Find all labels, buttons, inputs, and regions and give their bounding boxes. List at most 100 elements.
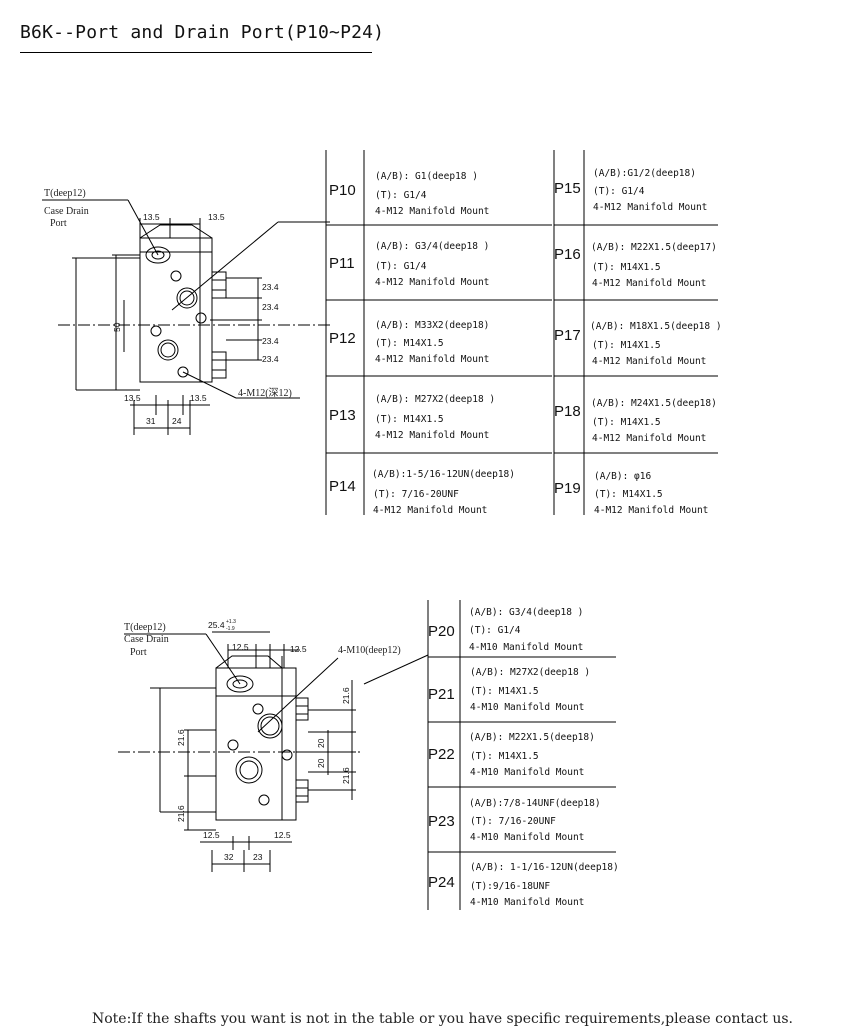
d2-dim-left-216b: 21.6 — [176, 805, 186, 822]
port-ab-thread: (A/B): M18X1.5(deep18 ) — [590, 321, 722, 332]
port-ab-thread: (A/B): 1-1/16-12UN(deep18) — [470, 862, 619, 873]
port-ab-thread: (A/B): M33X2(deep18) — [375, 320, 489, 331]
port-t-thread: (T): M14X1.5 — [375, 338, 444, 349]
port-ab-thread: (A/B): φ16 — [594, 471, 651, 482]
d2-dim-top-left: 12.5 — [232, 642, 249, 652]
port-mount: 4-M12 Manifold Mount — [592, 433, 706, 444]
d2-drain-label-3: Port — [130, 647, 147, 658]
port-code: P18 — [554, 403, 581, 420]
d1-mount-label: 4-M12(深12) — [238, 387, 292, 399]
d1-dim-24: 24 — [172, 416, 182, 426]
port-code: P14 — [329, 478, 356, 495]
port-ab-thread: (A/B): G3/4(deep18 ) — [375, 241, 489, 252]
table-2: P20 (A/B): G3/4(deep18 ) (T): G1/4 4-M10… — [428, 607, 619, 908]
d1-dim-right-3: 23.4 — [262, 336, 279, 346]
port-t-thread: (T): 7/16-20UNF — [470, 816, 556, 827]
port-code: P11 — [329, 255, 355, 272]
port-t-thread: (T): M14X1.5 — [592, 262, 661, 273]
d2-drain-label-1: T(deep12) — [124, 622, 166, 633]
d1-dim-top-left: 13.5 — [143, 212, 160, 222]
port-code: P24 — [428, 874, 455, 891]
port-ab-thread: (A/B): M24X1.5(deep18) — [591, 398, 717, 409]
d1-dim-height: 50 — [112, 322, 122, 332]
table-2-grid — [427, 600, 616, 910]
d2-dim-left-216a: 21.6 — [176, 729, 186, 746]
port-code: P13 — [329, 407, 356, 424]
port-mount: 4-M12 Manifold Mount — [375, 354, 489, 365]
port-mount: 4-M10 Manifold Mount — [470, 832, 584, 843]
d2-dim-right-216b: 21.6 — [341, 767, 351, 784]
d1-dim-31: 31 — [146, 416, 156, 426]
title-underline — [20, 52, 372, 53]
port-code: P20 — [428, 623, 455, 640]
port-t-thread: (T): M14X1.5 — [470, 686, 539, 697]
d2-dim-32: 32 — [224, 852, 234, 862]
d2-drain-label-2: Case Drain — [124, 634, 169, 645]
port-mount: 4-M10 Manifold Mount — [470, 897, 584, 908]
port-t-thread: (T): G1/4 — [593, 186, 645, 197]
port-t-thread: (T): M14X1.5 — [592, 340, 661, 351]
port-t-thread: (T): G1/4 — [375, 190, 427, 201]
port-ab-thread: (A/B):G1/2(deep18) — [593, 168, 696, 179]
d1-dim-top-right: 13.5 — [208, 212, 225, 222]
port-ab-thread: (A/B): G3/4(deep18 ) — [469, 607, 583, 618]
port-mount: 4-M10 Manifold Mount — [470, 767, 584, 778]
port-mount: 4-M12 Manifold Mount — [375, 430, 489, 441]
port-t-thread: (T): G1/4 — [469, 625, 521, 636]
port-ab-thread: (A/B):1-5/16-12UN(deep18) — [372, 469, 515, 480]
port-mount: 4-M10 Manifold Mount — [470, 702, 584, 713]
port-code: P21 — [428, 686, 455, 703]
port-ab-thread: (A/B): M22X1.5(deep18) — [469, 732, 595, 743]
d1-dim-right-4: 23.4 — [262, 354, 279, 364]
port-mount: 4-M12 Manifold Mount — [593, 202, 707, 213]
drawing-2 — [118, 631, 429, 872]
d2-tol-lower: -1.9 — [226, 626, 235, 632]
d2-dim-23: 23 — [253, 852, 263, 862]
d1-dim-right-2: 23.4 — [262, 302, 279, 312]
d2-dim-bottom-right: 12.5 — [274, 830, 291, 840]
d1-dim-right-1: 23.4 — [262, 282, 279, 292]
port-t-thread: (T): M14X1.5 — [594, 489, 663, 500]
footer-note: Note:If the shafts you want is not in th… — [92, 1011, 793, 1027]
drawing-1 — [42, 199, 330, 435]
port-mount: 4-M12 Manifold Mount — [375, 206, 489, 217]
d1-drain-label-3: Port — [50, 218, 67, 229]
port-ab-thread: (A/B):7/8-14UNF(deep18) — [469, 798, 601, 809]
port-mount: 4-M12 Manifold Mount — [592, 356, 706, 367]
port-t-thread: (T): 7/16-20UNF — [373, 489, 459, 500]
port-code: P10 — [329, 182, 356, 199]
port-mount: 4-M12 Manifold Mount — [594, 505, 708, 516]
port-t-thread: (T): G1/4 — [375, 261, 427, 272]
port-code: P23 — [428, 813, 455, 830]
port-code: P16 — [554, 246, 581, 263]
port-code: P17 — [554, 327, 581, 344]
port-ab-thread: (A/B): M27X2(deep18 ) — [375, 394, 495, 405]
port-ab-thread: (A/B): M22X1.5(deep17) — [591, 242, 717, 253]
d2-dim-right-20a: 20 — [316, 738, 326, 748]
port-t-thread: (T):9/16-18UNF — [470, 881, 550, 892]
d1-drain-label-1: T(deep12) — [44, 188, 86, 199]
d2-tol-upper: +1.3 — [226, 619, 236, 625]
d2-dim-top-right: 12.5 — [290, 644, 307, 654]
port-ab-thread: (A/B): M27X2(deep18 ) — [470, 667, 590, 678]
table-1-grid — [325, 150, 718, 515]
d1-drain-label-2: Case Drain — [44, 206, 89, 217]
d2-tol-value: 25.4 — [208, 620, 225, 630]
page-title: B6K--Port and Drain Port(P10~P24) — [20, 22, 385, 43]
d2-dim-bottom-left: 12.5 — [203, 830, 220, 840]
port-t-thread: (T): M14X1.5 — [470, 751, 539, 762]
d1-dim-bottom-left: 13.5 — [124, 393, 141, 403]
table-1-left: P10 (A/B): G1(deep18 ) (T): G1/4 4-M12 M… — [329, 171, 515, 516]
table-1-right: P15 (A/B):G1/2(deep18) (T): G1/4 4-M12 M… — [554, 168, 722, 516]
d2-mount-label: 4-M10(deep12) — [338, 645, 401, 656]
port-mount: 4-M12 Manifold Mount — [373, 505, 487, 516]
d1-dim-bottom-right: 13.5 — [190, 393, 207, 403]
port-code: P22 — [428, 746, 455, 763]
port-code: P12 — [329, 330, 356, 347]
port-mount: 4-M12 Manifold Mount — [592, 278, 706, 289]
port-code: P15 — [554, 180, 581, 197]
port-t-thread: (T): M14X1.5 — [592, 417, 661, 428]
port-mount: 4-M12 Manifold Mount — [375, 277, 489, 288]
port-code: P19 — [554, 480, 581, 497]
